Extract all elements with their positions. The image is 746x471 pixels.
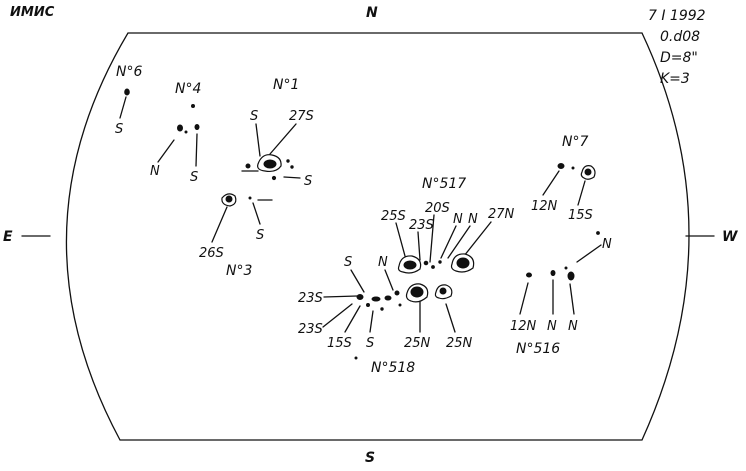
- polarity-label: N: [547, 319, 557, 334]
- polarity-label: N: [468, 212, 478, 227]
- polarity-label: 23S: [298, 322, 323, 337]
- polarity-label: S: [256, 228, 264, 243]
- spots-group-4: [177, 104, 200, 134]
- polarity-label: 15S: [568, 208, 593, 223]
- polarity-label: 20S: [425, 201, 450, 216]
- polarity-label: N: [568, 319, 578, 334]
- polarity-label: S: [366, 336, 374, 351]
- polarity-label: 25S: [381, 209, 406, 224]
- spots-group-7: [557, 163, 596, 180]
- polarity-label: S: [115, 122, 123, 137]
- group-label: N°516: [516, 341, 560, 357]
- polarity-label: 12N: [531, 199, 558, 214]
- east-label: E: [3, 229, 13, 245]
- polarity-label: S: [304, 174, 312, 189]
- group-label: N°1: [273, 77, 299, 93]
- polarity-label: 27N: [488, 207, 515, 222]
- group-label: N°4: [175, 81, 201, 97]
- polarity-label: 23S: [409, 218, 434, 233]
- spots-group-3: [221, 193, 273, 207]
- south-label: S: [365, 450, 375, 466]
- polarity-label: N: [602, 237, 612, 252]
- observatory-label: ИМИС: [10, 5, 55, 20]
- west-label: W: [722, 229, 738, 245]
- spots-group-517: [397, 253, 475, 274]
- spots-group-6: [124, 88, 130, 96]
- solar-disk-outline: [65, 32, 690, 441]
- polarity-label: 12N: [510, 319, 537, 334]
- polarity-label: N: [150, 164, 160, 179]
- group-label: N°6: [116, 64, 142, 80]
- group-label: N°7: [562, 134, 588, 150]
- group-label: N°518: [371, 360, 415, 376]
- north-label: N: [366, 5, 378, 21]
- spots-group-516: [526, 231, 600, 281]
- group-label: N°3: [226, 263, 252, 279]
- polarity-label: N: [453, 212, 463, 227]
- diameter-label: D=8": [660, 50, 698, 66]
- spots-group-518: [354, 283, 453, 360]
- polarity-label: 26S: [199, 246, 224, 261]
- leader-lines: [119, 96, 602, 333]
- polarity-label: S: [250, 109, 258, 124]
- polarity-label: 27S: [289, 109, 314, 124]
- polarity-label: S: [344, 255, 352, 270]
- polarity-label: N: [378, 255, 388, 270]
- polarity-label: S: [190, 170, 198, 185]
- date-label: 7 I 1992: [648, 8, 706, 24]
- polarity-label: 23S: [298, 291, 323, 306]
- spots-group-1: [241, 154, 294, 181]
- polarity-label: 25N: [404, 336, 431, 351]
- polarity-label: 15S: [327, 336, 352, 351]
- k-label: K=3: [660, 71, 690, 87]
- group-label: N°517: [422, 176, 466, 192]
- time-label: 0.d08: [660, 29, 700, 45]
- polarity-label: 25N: [446, 336, 473, 351]
